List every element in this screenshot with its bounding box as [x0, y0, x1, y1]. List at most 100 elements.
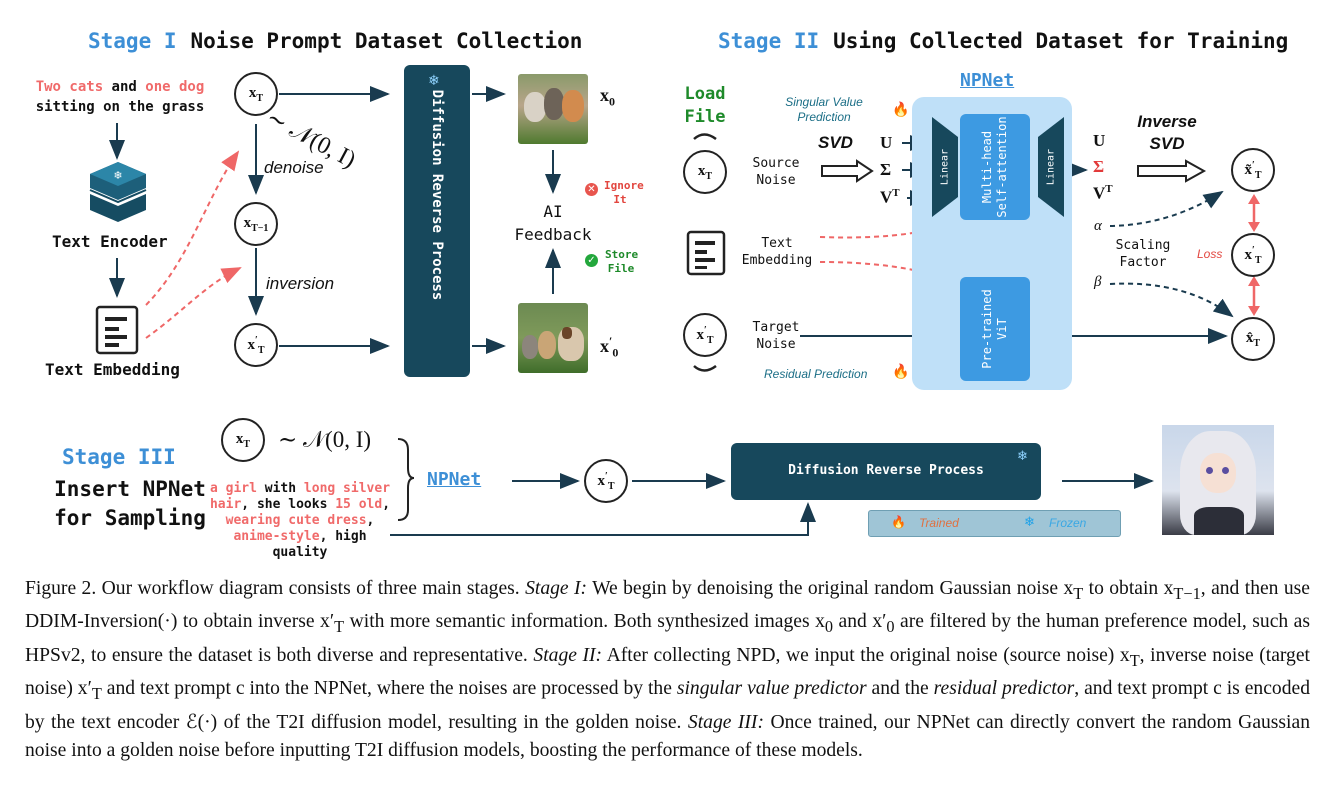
ai-feedback-label: AI Feedback: [511, 200, 595, 246]
s3-diffusion-label: Diffusion Reverse Process: [788, 463, 984, 478]
xT-symbol: x: [248, 84, 257, 101]
x0-symbol: x: [600, 85, 609, 105]
diffusion-block-label: Diffusion Reverse Process: [429, 89, 445, 301]
document-icon: [95, 305, 139, 355]
caption-t5: and x′: [833, 611, 887, 633]
caption-i2: residual predictor: [933, 678, 1075, 700]
stage1-tag: Stage I: [88, 29, 177, 53]
scaling-line2: Factor: [1119, 255, 1167, 270]
store-line2: File: [607, 262, 635, 275]
source-noise-circle: xT: [683, 150, 727, 194]
ignore-line1: Ignore: [604, 179, 644, 192]
linear-left-label: Linear: [939, 148, 951, 186]
caption-stage1: Stage I:: [525, 578, 588, 599]
load-line2: File: [684, 107, 726, 127]
xTp-prime: ′: [255, 334, 258, 346]
caption-i1: singular value predictor: [676, 678, 867, 700]
cats-dog-image-x0prime: [518, 303, 588, 373]
s2-xT-symbol: x: [697, 162, 706, 179]
ai-feedback-line1: AI: [543, 202, 563, 221]
stage1-prompt: Two cats and one dog sitting on the gras…: [30, 77, 210, 117]
mhsa-line1: Multi-head: [980, 130, 994, 204]
xT-prime-circle-target: x′T: [1231, 233, 1275, 277]
text-embedding-label: Text Embedding: [45, 360, 180, 379]
U-label: U: [880, 133, 893, 152]
store-check-icon: ✓: [585, 254, 598, 267]
s3-golden-noise-circle: x′T: [584, 459, 628, 503]
x0p-symbol: x: [600, 336, 609, 356]
svd-label: SVD: [818, 133, 853, 152]
p-anime: anime-style: [233, 529, 320, 544]
cats-image-x0: [518, 74, 588, 144]
npnet-title: NPNet: [960, 70, 1015, 91]
p-with: with: [256, 481, 304, 496]
s3-xTp-sub: T: [607, 480, 615, 492]
Sigma-out-label: Σ: [1093, 157, 1105, 176]
legend-snowflake-icon: ❄: [1024, 514, 1035, 529]
caption-sub-a: T: [1073, 583, 1084, 603]
caption-t11: , and text prompt c is encoded by the te…: [25, 678, 1310, 733]
legend-fire-icon: 🔥: [891, 515, 906, 529]
stage1-title: Noise Prompt Dataset Collection: [190, 29, 583, 53]
target-line1: Target: [752, 320, 800, 335]
load-line1: Load: [684, 84, 726, 104]
source-line2: Noise: [756, 173, 796, 188]
s3-frozen-icon: ❄: [1017, 448, 1028, 463]
alpha-label: α: [1094, 218, 1102, 234]
noise-xT1-circle: xT−1: [234, 202, 278, 246]
tgt-xTp-symbol: x: [696, 326, 705, 343]
stage1-heading: Stage I Noise Prompt Dataset Collection: [88, 29, 582, 53]
x0prime-label: x′0: [600, 334, 619, 360]
text-encoder-icon: ❄: [89, 162, 147, 222]
VT-out-symbol: V: [1093, 183, 1106, 203]
inverse-line1: Inverse: [1137, 112, 1197, 131]
caption-fig: Figure 2. Our workflow diagram consists …: [25, 578, 526, 599]
p-15: 15 old: [335, 497, 383, 512]
stage3-tag: Stage III: [62, 445, 176, 469]
caption-t2: to obtain x: [1083, 578, 1174, 599]
caption-t4: with more semantic information. Both syn…: [344, 611, 825, 633]
beta-label: β: [1094, 274, 1102, 290]
s3-gaussian-dist: ∼ 𝒩(0, I): [278, 427, 372, 452]
stage2-tag: Stage II: [718, 29, 820, 53]
inverse-line2: SVD: [1149, 134, 1185, 153]
prompt-and: and: [103, 79, 146, 95]
VT-symbol: V: [880, 187, 893, 207]
s3-xTp-symbol: x: [597, 472, 606, 489]
p-quality: , high quality: [272, 529, 367, 560]
caption-sub-d: 0: [824, 617, 834, 637]
p-girl: a girl: [209, 481, 257, 496]
text-line2: Embedding: [741, 253, 813, 268]
inversion-label: inversion: [266, 274, 335, 293]
s3-xT-sub: T: [243, 438, 251, 450]
xT1-symbol: x: [243, 214, 252, 231]
residual-prediction-label: Residual Prediction: [764, 367, 868, 381]
xT-sub: T: [256, 92, 264, 104]
caption-stage2: Stage II:: [533, 644, 603, 666]
ignore-x-icon: ✕: [585, 183, 598, 196]
tgt-xTp-prime: ′: [704, 324, 707, 336]
ai-feedback-line2: Feedback: [514, 225, 592, 244]
target-line2: Noise: [756, 337, 796, 352]
anime-girl-image: [1162, 425, 1274, 535]
xhat-sub: T: [1253, 337, 1261, 349]
caption-t1: We begin by denoising the original rando…: [587, 578, 1074, 599]
p-hair: hair: [209, 497, 242, 512]
xT1-sub: T−1: [251, 222, 269, 234]
target-noise-circle: x′T: [683, 313, 727, 357]
VT-sup: T: [892, 187, 900, 199]
s2-xT-sub: T: [705, 170, 713, 182]
p-wearing: wearing cute dress: [225, 513, 367, 528]
stage3-title-line1: Insert NPNet: [54, 477, 206, 501]
stage2-title: Using Collected Dataset for Training: [833, 29, 1289, 53]
loss-label: Loss: [1197, 247, 1223, 261]
legend-frozen: Frozen: [1049, 516, 1087, 530]
xTp-symbol: x: [247, 336, 256, 353]
